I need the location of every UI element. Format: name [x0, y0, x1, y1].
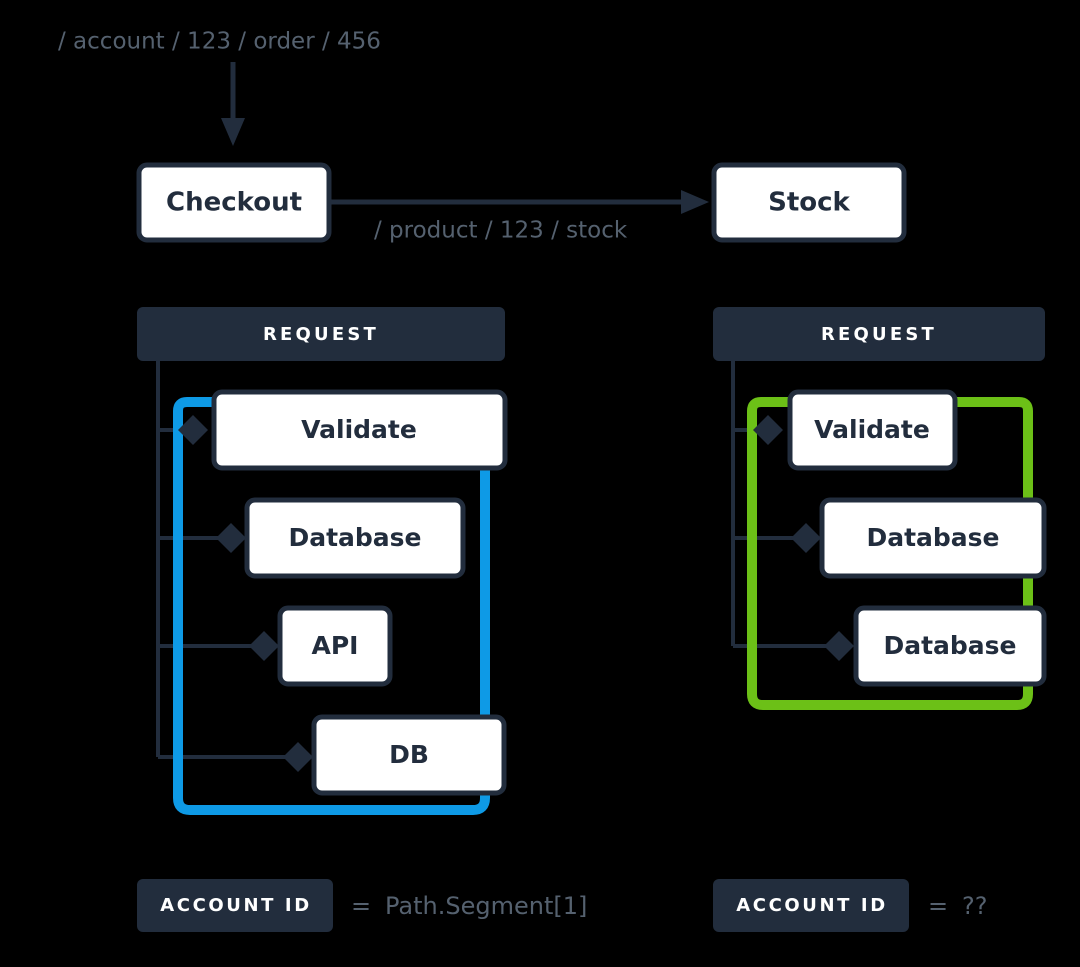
- right-trace-request-bar-rect: [713, 307, 1045, 361]
- diamond-marker-icon: [824, 631, 854, 661]
- left-span-database-label: Database: [288, 523, 421, 552]
- diamond-marker-icon: [249, 631, 279, 661]
- left-span-database-rect: [244, 497, 466, 579]
- right-account-id-value: ??: [962, 892, 987, 920]
- right-span-database-1[interactable]: Database: [791, 497, 1047, 579]
- service-box-stock[interactable]: Stock: [711, 162, 907, 243]
- left-span-validate-rect: [211, 389, 508, 471]
- right-span-database-1-rect: [819, 497, 1047, 579]
- right-span-validate-label: Validate: [814, 415, 930, 444]
- right-account-id-chip[interactable]: ACCOUNT ID: [713, 879, 909, 932]
- diamond-marker-icon: [283, 742, 313, 772]
- right-span-database-2-label: Database: [883, 631, 1016, 660]
- service-box-stock-rect: [711, 162, 907, 243]
- right-span-database-1-label: Database: [866, 523, 999, 552]
- right-account-id-chip-rect: [713, 879, 909, 932]
- left-span-api-label: API: [312, 631, 359, 660]
- left-account-id-equals: =: [351, 892, 371, 920]
- right-account-id-chip-label: ACCOUNT ID: [736, 895, 888, 916]
- left-span-api[interactable]: API: [249, 605, 393, 687]
- right-trace-highlight-path: [747, 397, 1033, 710]
- left-span-validate-label: Validate: [301, 415, 417, 444]
- right-span-validate[interactable]: Validate: [753, 389, 958, 471]
- right-trace-request-label: REQUEST: [821, 324, 937, 345]
- right-span-validate-rect: [787, 389, 958, 471]
- left-span-api-rect: [277, 605, 393, 687]
- service-box-stock-label: Stock: [768, 188, 850, 218]
- right-account-id-equals: =: [928, 892, 948, 920]
- diamond-marker-icon: [216, 523, 246, 553]
- left-span-db[interactable]: DB: [283, 714, 507, 796]
- diamond-marker-icon: [753, 415, 783, 445]
- diamond-marker-icon: [178, 415, 208, 445]
- service-box-checkout[interactable]: Checkout: [136, 162, 332, 243]
- right-span-database-2[interactable]: Database: [824, 605, 1047, 687]
- left-account-id-chip-rect: [137, 879, 333, 932]
- arrow-down-icon: [221, 62, 245, 146]
- right-trace-request-bar[interactable]: REQUEST: [713, 307, 1045, 361]
- incoming-path-label: / account / 123 / order / 456: [58, 29, 381, 55]
- left-account-id-value: Path.Segment[1]: [385, 892, 587, 920]
- left-span-database[interactable]: Database: [216, 497, 466, 579]
- service-box-checkout-label: Checkout: [166, 188, 302, 218]
- right-span-database-2-rect: [853, 605, 1047, 687]
- arrow-right-icon: [329, 190, 709, 214]
- left-trace-request-label: REQUEST: [263, 324, 379, 345]
- left-span-db-rect: [311, 714, 507, 796]
- left-span-db-label: DB: [389, 740, 429, 769]
- diamond-marker-icon: [791, 523, 821, 553]
- left-trace-highlight-path: [173, 397, 490, 815]
- left-span-validate[interactable]: Validate: [178, 389, 508, 471]
- left-account-id-chip[interactable]: ACCOUNT ID: [137, 879, 333, 932]
- left-trace-request-bar-rect: [137, 307, 505, 361]
- downstream-path-label: / product / 123 / stock: [374, 218, 628, 244]
- left-trace-request-bar[interactable]: REQUEST: [137, 307, 505, 361]
- left-account-id-chip-label: ACCOUNT ID: [160, 895, 312, 916]
